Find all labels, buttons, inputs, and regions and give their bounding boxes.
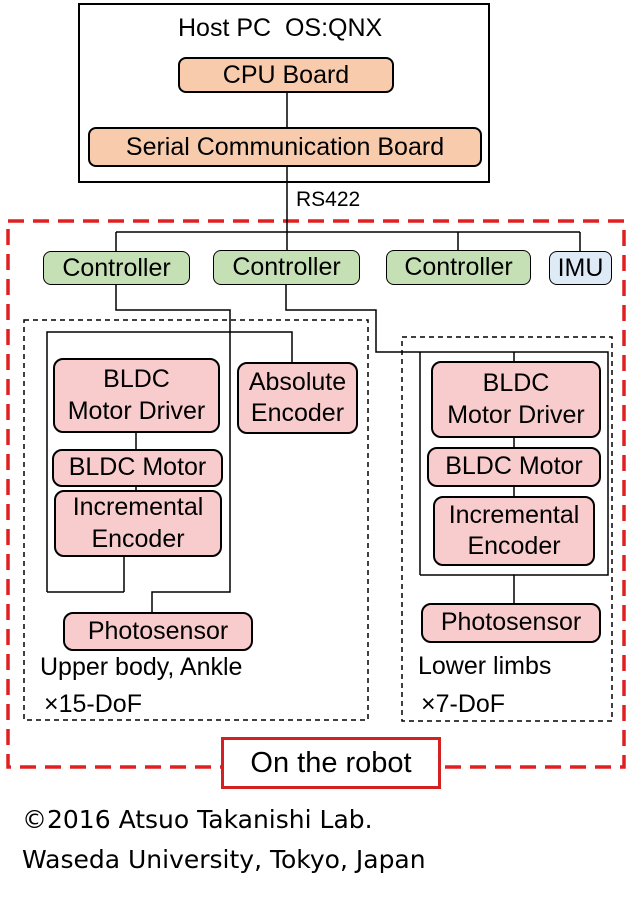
upper-bldc-motor: BLDC Motor	[52, 449, 223, 487]
host-pc-frame	[78, 3, 490, 183]
controller-3: Controller	[386, 250, 531, 285]
rs422-label: RS422	[296, 188, 361, 211]
lower-group-caption: Lower limbs	[418, 652, 552, 680]
imu: IMU	[549, 251, 612, 285]
upper-photosensor: Photosensor	[63, 612, 253, 651]
robot-frame	[6, 219, 626, 769]
lower-bldc-motor: BLDC Motor	[427, 447, 601, 487]
serial-communication-board: Serial Communication Board	[88, 127, 482, 167]
controller-1: Controller	[43, 251, 190, 285]
upper-incremental-encoder: Incremental Encoder	[54, 490, 222, 557]
copyright-line-1: ©2016 Atsuo Takanishi Lab.	[22, 805, 373, 834]
cpu-board: CPU Board	[178, 57, 394, 93]
upper-group-frame	[23, 319, 369, 721]
upper-bldc-motor-driver: BLDC Motor Driver	[53, 358, 220, 433]
lower-group-dof: ×7-DoF	[421, 690, 506, 718]
upper-group-caption: Upper body, Ankle	[40, 653, 243, 681]
copyright-line-2: Waseda University, Tokyo, Japan	[22, 845, 426, 874]
absolute-encoder: Absolute Encoder	[237, 362, 358, 434]
upper-group-dof: ×15-DoF	[44, 690, 142, 718]
lower-incremental-encoder: Incremental Encoder	[433, 496, 595, 566]
lower-photosensor: Photosensor	[421, 603, 601, 643]
host-pc-title: Host PC OS:QNX	[178, 14, 383, 42]
on-the-robot-label: On the robot	[221, 737, 441, 789]
controller-2: Controller	[213, 250, 360, 285]
lower-bldc-motor-driver: BLDC Motor Driver	[431, 361, 601, 438]
